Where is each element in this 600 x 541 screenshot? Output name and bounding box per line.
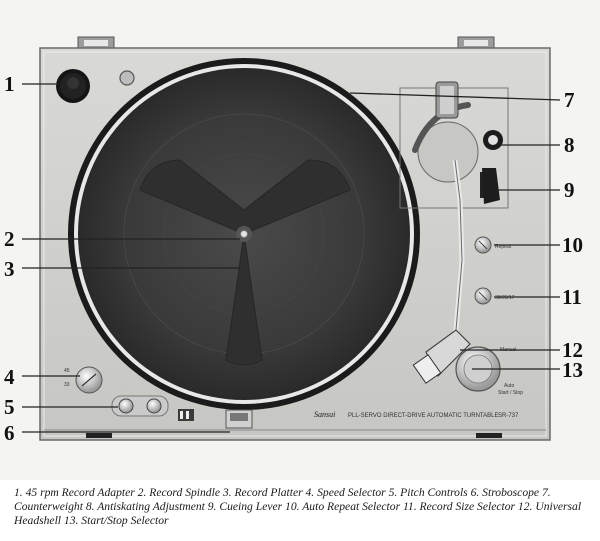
figure-caption: 1. 45 rpm Record Adapter 2. Record Spind… [14, 486, 582, 527]
callout-number-13: 13 [562, 358, 583, 382]
antiskating-knob[interactable] [483, 130, 503, 150]
callout-number-11: 11 [562, 285, 582, 309]
spindle-holder [119, 70, 135, 86]
callout-leader-lines [22, 83, 561, 433]
brand-logo: Sansui [314, 410, 335, 419]
turntable-photo: Repeat 30/25/17 Manual Auto Start / Stop… [0, 0, 600, 480]
callout-number-10: 10 [562, 233, 583, 257]
callout-number-6: 6 [4, 421, 15, 445]
startstop-label: Start / Stop [498, 390, 523, 396]
speed-selector[interactable]: 45 33 [64, 366, 103, 394]
pitch-controls[interactable] [111, 395, 169, 417]
speed-33-label: 33 [64, 382, 70, 388]
speed-45-label: 45 [64, 368, 70, 374]
callout-number-12: 12 [562, 338, 583, 362]
45rpm-adapter [56, 69, 90, 103]
counterweight [435, 81, 459, 119]
universal-headshell [412, 329, 471, 384]
callout-number-1: 1 [4, 72, 15, 96]
platter-spoke-pattern [139, 159, 351, 366]
record-spindle [240, 230, 248, 238]
callout-number-4: 4 [4, 365, 15, 389]
record-size-selector[interactable]: 30/25/17 [474, 287, 515, 305]
size-label: 30/25/17 [495, 295, 515, 301]
cueing-lever[interactable] [482, 168, 500, 204]
repeat-label: Repeat [495, 244, 512, 250]
auto-label: Auto [504, 383, 515, 389]
stroboscope [178, 409, 253, 429]
callout-number-2: 2 [4, 227, 15, 251]
callout-number-9: 9 [564, 178, 575, 202]
auto-repeat-selector[interactable]: Repeat [474, 236, 512, 254]
callout-number-3: 3 [4, 257, 15, 281]
model-number: SR-737 [498, 413, 519, 419]
callout-number-7: 7 [564, 88, 575, 112]
model-text: PLL-SERVO DIRECT-DRIVE AUTOMATIC TURNTAB… [348, 413, 498, 419]
callout-number-5: 5 [4, 395, 15, 419]
callout-number-8: 8 [564, 133, 575, 157]
